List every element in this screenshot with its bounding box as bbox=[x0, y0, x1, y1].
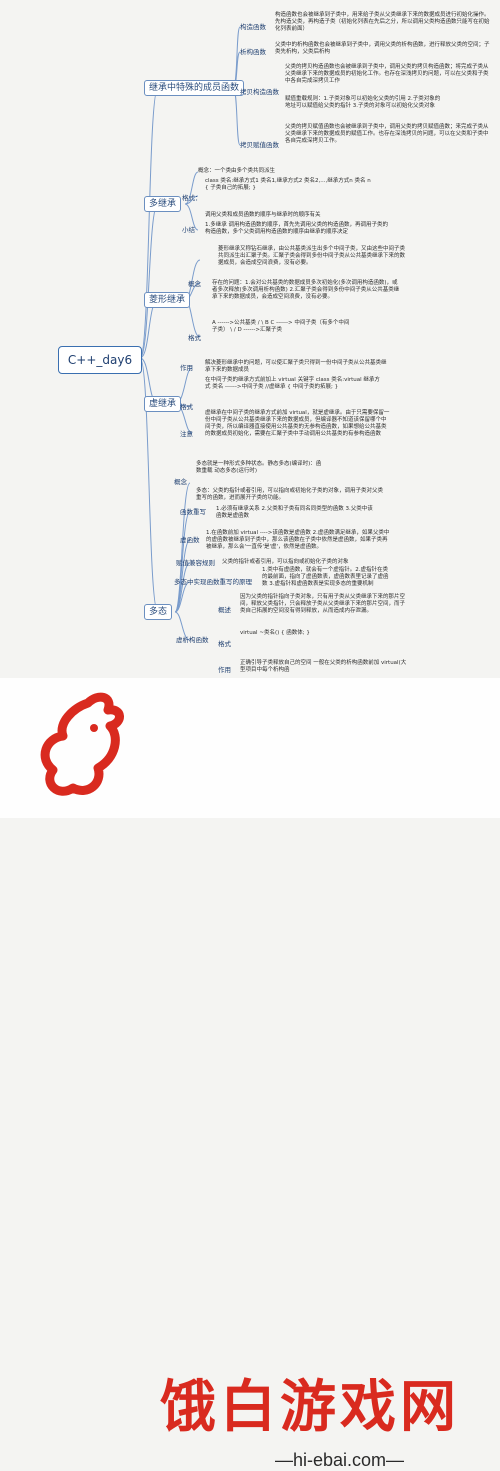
b5-concept-label[interactable]: 概念 bbox=[174, 478, 187, 486]
branch-special-members[interactable]: 继承中特殊的成员函数 bbox=[144, 80, 245, 96]
b1-copy-ctor-label[interactable]: 拷贝构造函数 bbox=[240, 88, 279, 96]
b1-copy-ctor-sub: 赋值重载规则：1.子类对象可以初始化父类的引用 2.子类对象的地址可以赋值给父类… bbox=[285, 96, 441, 109]
b1-constructor-note: 构造函数也会被继承到子类中，用来给子类从父类继承下来的数据成员进行初始化操作。先… bbox=[275, 12, 490, 32]
b2-concept: 概念：一个类由多个类共同派生 bbox=[198, 168, 276, 174]
brand-domain: —hi-ebai.com— bbox=[275, 1450, 405, 1470]
branch-diamond-inherit[interactable]: 菱形继承 bbox=[144, 292, 191, 308]
b4-format-label[interactable]: 格式 bbox=[180, 403, 193, 411]
branch-multi-inherit[interactable]: 多继承 bbox=[144, 196, 182, 212]
root-label: C++_day6 bbox=[67, 353, 133, 367]
branch-label: 多继承 bbox=[149, 199, 177, 209]
b1-destructor-label[interactable]: 析构函数 bbox=[240, 48, 266, 56]
b1-copy-ctor-note: 父类的拷贝构造函数也会被继承到子类中，调用父类的拷贝构造函数；将完成子类从父类继… bbox=[285, 64, 489, 84]
mind-map: C++_day6 继承中特殊的成员函数 多继承 菱形继承 虚继承 多态 构造函数… bbox=[58, 12, 490, 674]
b5-virtual: 1.在函数前加 virtual ---->该函数是虚函数 2.虚函数满足继承，如… bbox=[206, 530, 390, 550]
b5-virtual-label[interactable]: 虚函数 bbox=[180, 536, 200, 544]
b5-vdtor-role: 正确引导子类释放自己的空间 一般在父类的析构函数前加 virtual(大型项目中… bbox=[240, 660, 407, 673]
b4-note-label[interactable]: 注意 bbox=[180, 430, 193, 438]
b2-format-note: 调用父类和成员函数的顺序与继承时的顺序有关 bbox=[205, 212, 321, 218]
b4-format: 在中间子类的继承方式前加上 virtual 关键字 class 类名:virtu… bbox=[205, 377, 380, 390]
b5-vdtor-concept-label[interactable]: 概述 bbox=[218, 606, 231, 614]
b4-note: 虚继承在中间子类的继承方式前加 virtual，就是虚继承。由于只需要保留一份中… bbox=[205, 410, 390, 437]
b1-copy-assign-note: 父类的拷贝赋值函数也会被继承到子类中，调用父类的拷贝赋值函数；来完成子类从父类继… bbox=[285, 124, 489, 144]
b1-constructor-label[interactable]: 构造函数 bbox=[240, 23, 266, 31]
branch-label: 多态 bbox=[149, 607, 168, 617]
b5-vdtor-label[interactable]: 虚析构函数 bbox=[176, 636, 209, 644]
b3-concept-label[interactable]: 概念 bbox=[188, 280, 201, 288]
branch-polymorphism[interactable]: 多态 bbox=[144, 604, 173, 620]
watermark-banner: 饿白游戏网 —hi-ebai.com— bbox=[0, 678, 500, 1470]
branch-label: 继承中特殊的成员函数 bbox=[149, 83, 240, 93]
b4-role-label[interactable]: 作用 bbox=[180, 364, 193, 372]
b5-vdtor-format: virtual ~类名() { 函数体; } bbox=[240, 630, 310, 636]
b5-vdtor-concept: 因为父类的指针指向子类对象，只有用子类从父类继承下来的那片空间，释放父类指针，只… bbox=[240, 594, 406, 614]
b2-summary-label[interactable]: 小结 bbox=[182, 226, 195, 234]
b1-copy-assign-label[interactable]: 拷贝赋值函数 bbox=[240, 141, 279, 149]
brand-name: 饿白游戏网 bbox=[160, 1375, 460, 1440]
b5-vdtor-role-label[interactable]: 作用 bbox=[218, 666, 231, 674]
b2-format: class 类名:继承方式1 类名1,继承方式2 类名2,...,继承方式n 类… bbox=[205, 178, 371, 191]
b5-assign-label[interactable]: 赋值兼容规则 bbox=[176, 559, 215, 567]
b5-override: 1.必须有继承关系 2.父类和子类有同名同类型的函数 3.父类中该函数是虚函数 bbox=[216, 506, 373, 519]
b4-role: 解决菱形继承中的问题，可以使汇聚子类只得到一份中间子类从公共基类继承下来的数据成… bbox=[205, 360, 387, 373]
b5-override-label[interactable]: 函数重写 bbox=[180, 508, 206, 516]
b2-format-label[interactable]: 格式： bbox=[182, 194, 202, 202]
b5-assign: 父类的指针或者引用，可以指向或初始化子类的对象 bbox=[222, 559, 349, 565]
branch-label: 虚继承 bbox=[149, 399, 177, 409]
b5-principle: 1.类中有虚函数，就会有一个虚指针。2.虚指针在类的最前面，指向了虚函数表，虚函… bbox=[262, 567, 389, 587]
b5-concept-a: 多态就是一种形式多种状态。静态多态(编译时)：函数重载 动态多态(运行时) bbox=[196, 461, 322, 474]
rooster-logo-icon bbox=[40, 692, 124, 796]
b3-intro: 菱形继承又称钻石继承，由公共基类派生出多个中间子类，又由这些中间子类共同派生出汇… bbox=[218, 246, 406, 266]
branch-label: 菱形继承 bbox=[149, 295, 186, 305]
b2-summary: 1.多继承 调用构造函数的顺序，首先先调用父类的构造函数，再调用子类的构造函数，… bbox=[205, 222, 388, 235]
branch-virtual-inherit[interactable]: 虚继承 bbox=[144, 396, 182, 412]
root-node[interactable]: C++_day6 bbox=[58, 346, 142, 374]
b3-problems: 存在的问题：1.会对公共基类的数据成员多次初始化(多次调用构造函数)，或者多次释… bbox=[212, 280, 400, 300]
b3-diagram: A ------>公共基类 / \ B C ------> 中间子类（有多个中间… bbox=[212, 320, 350, 333]
b5-vdtor-format-label[interactable]: 格式 bbox=[218, 640, 231, 648]
b3-format-label[interactable]: 格式 bbox=[188, 334, 201, 342]
b5-concept-b: 多态：父类的指针或者引用，可以指向或初始化子类的对象，调用子类对父类重写的函数，… bbox=[196, 488, 384, 501]
b1-destructor-note: 父类中的析构函数也会被继承到子类中，调用父类的析构函数，进行释放父类的空间；子类… bbox=[275, 42, 490, 55]
b5-principle-label[interactable]: 多态中实现函数重写的原理 bbox=[174, 578, 252, 586]
